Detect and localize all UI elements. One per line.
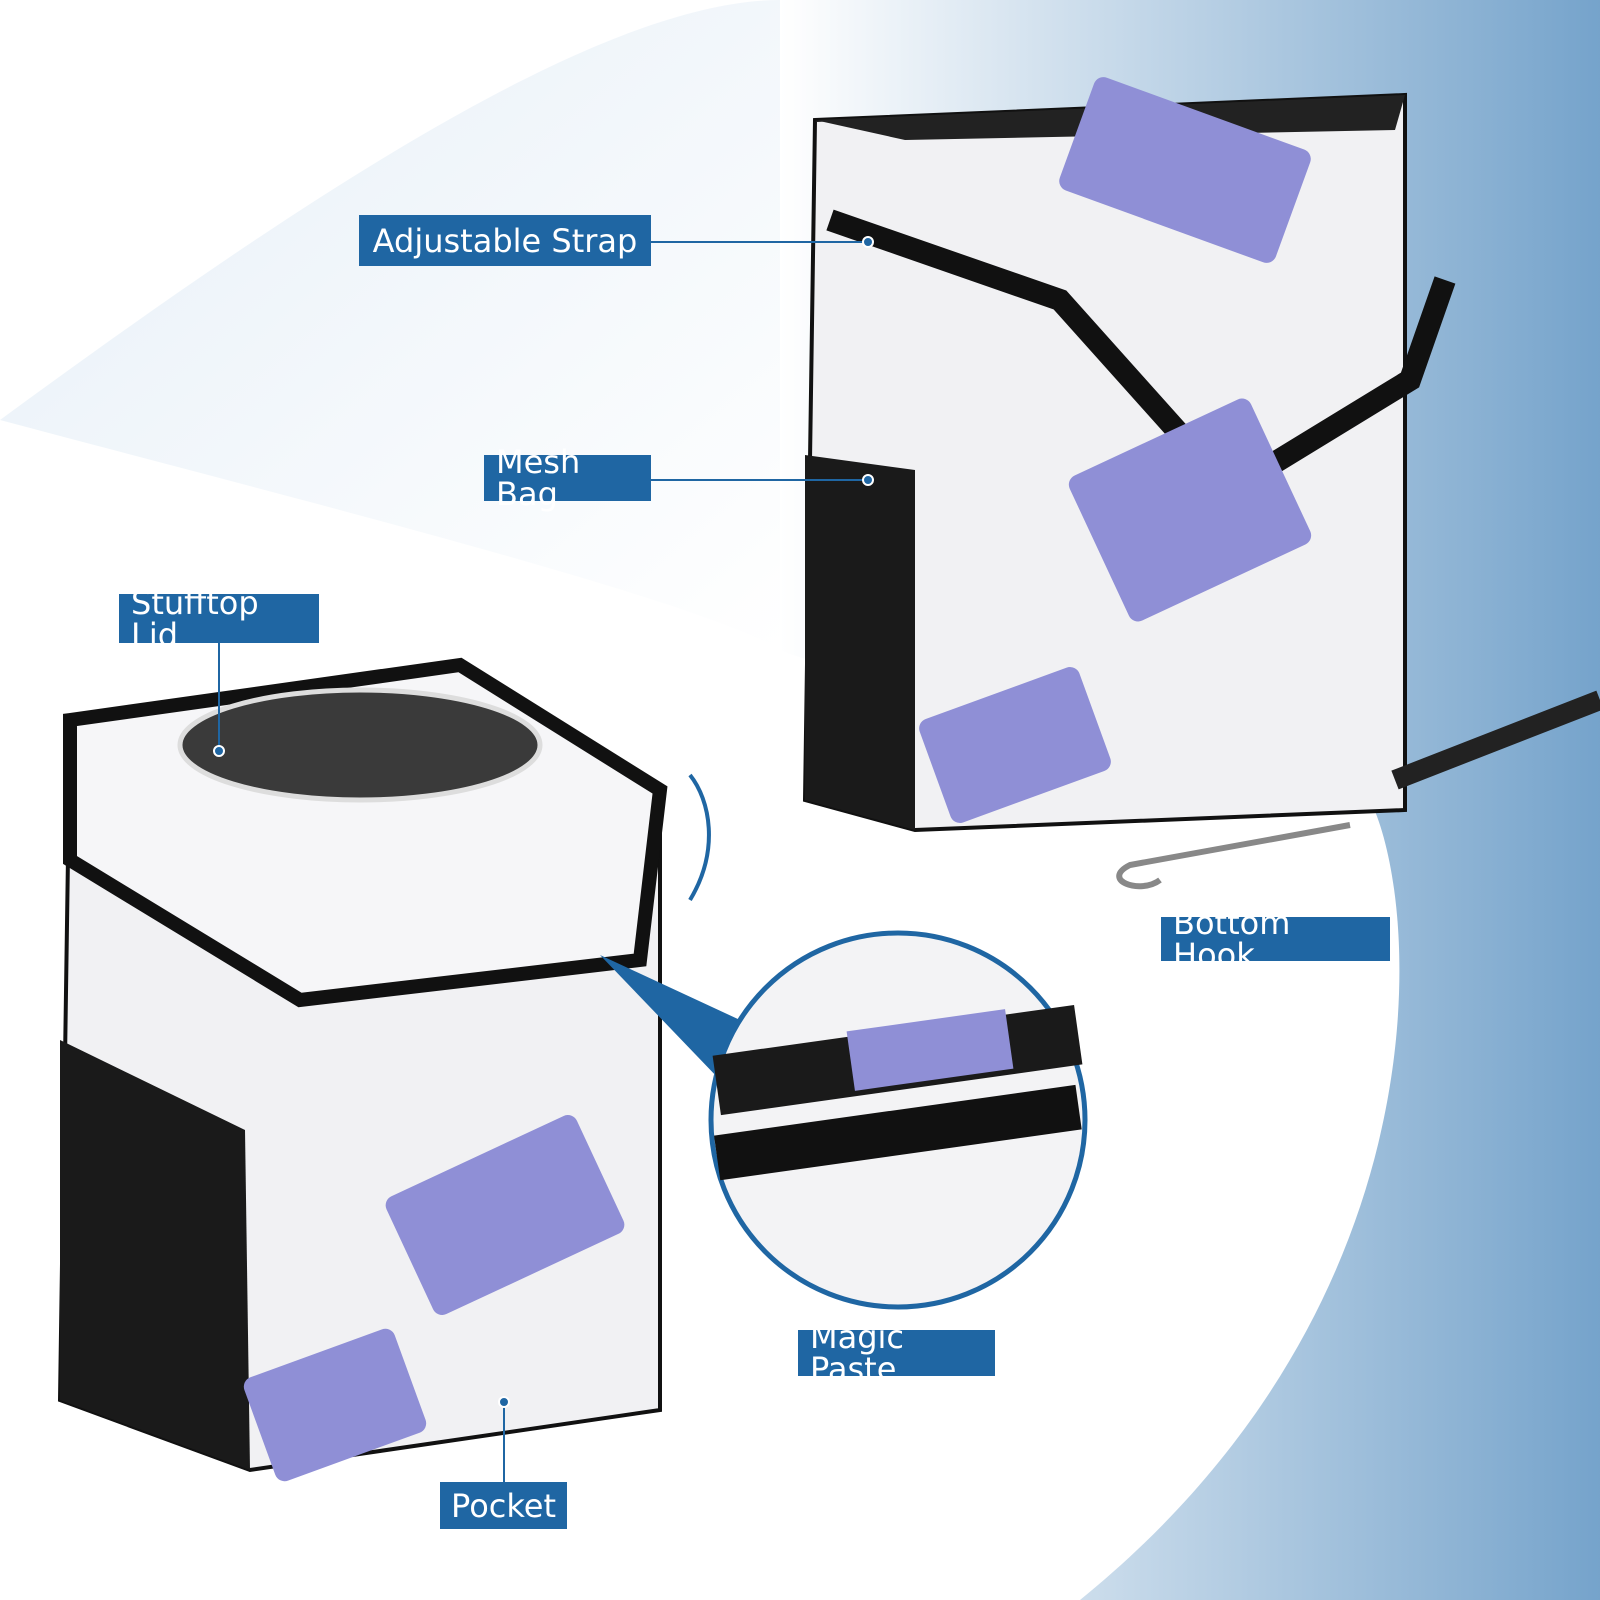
adjustable-strap-leader	[651, 241, 865, 243]
adjustable-strap-dot	[862, 236, 874, 248]
magic-paste-detail	[600, 930, 1088, 1310]
bottom-hook-label: Bottom Hook	[1161, 907, 1390, 971]
stufftop-lid-leader	[218, 643, 220, 748]
mesh-bag-dot	[862, 474, 874, 486]
magic-paste-label: Magic Paste	[798, 1321, 995, 1385]
pocket-leader	[503, 1402, 505, 1482]
mesh-bag-leader	[651, 479, 865, 481]
mesh-bag-label: Mesh Bag	[484, 446, 651, 510]
bag-right	[802, 77, 1600, 890]
stufftop-lid-label: Stufftop Lid	[119, 587, 319, 651]
bag-left	[57, 657, 711, 1482]
stufftop-lid-dot	[213, 745, 225, 757]
pocket-label: Pocket	[440, 1482, 567, 1529]
adjustable-strap-label: Adjustable Strap	[359, 215, 651, 266]
pocket-dot	[498, 1396, 510, 1408]
